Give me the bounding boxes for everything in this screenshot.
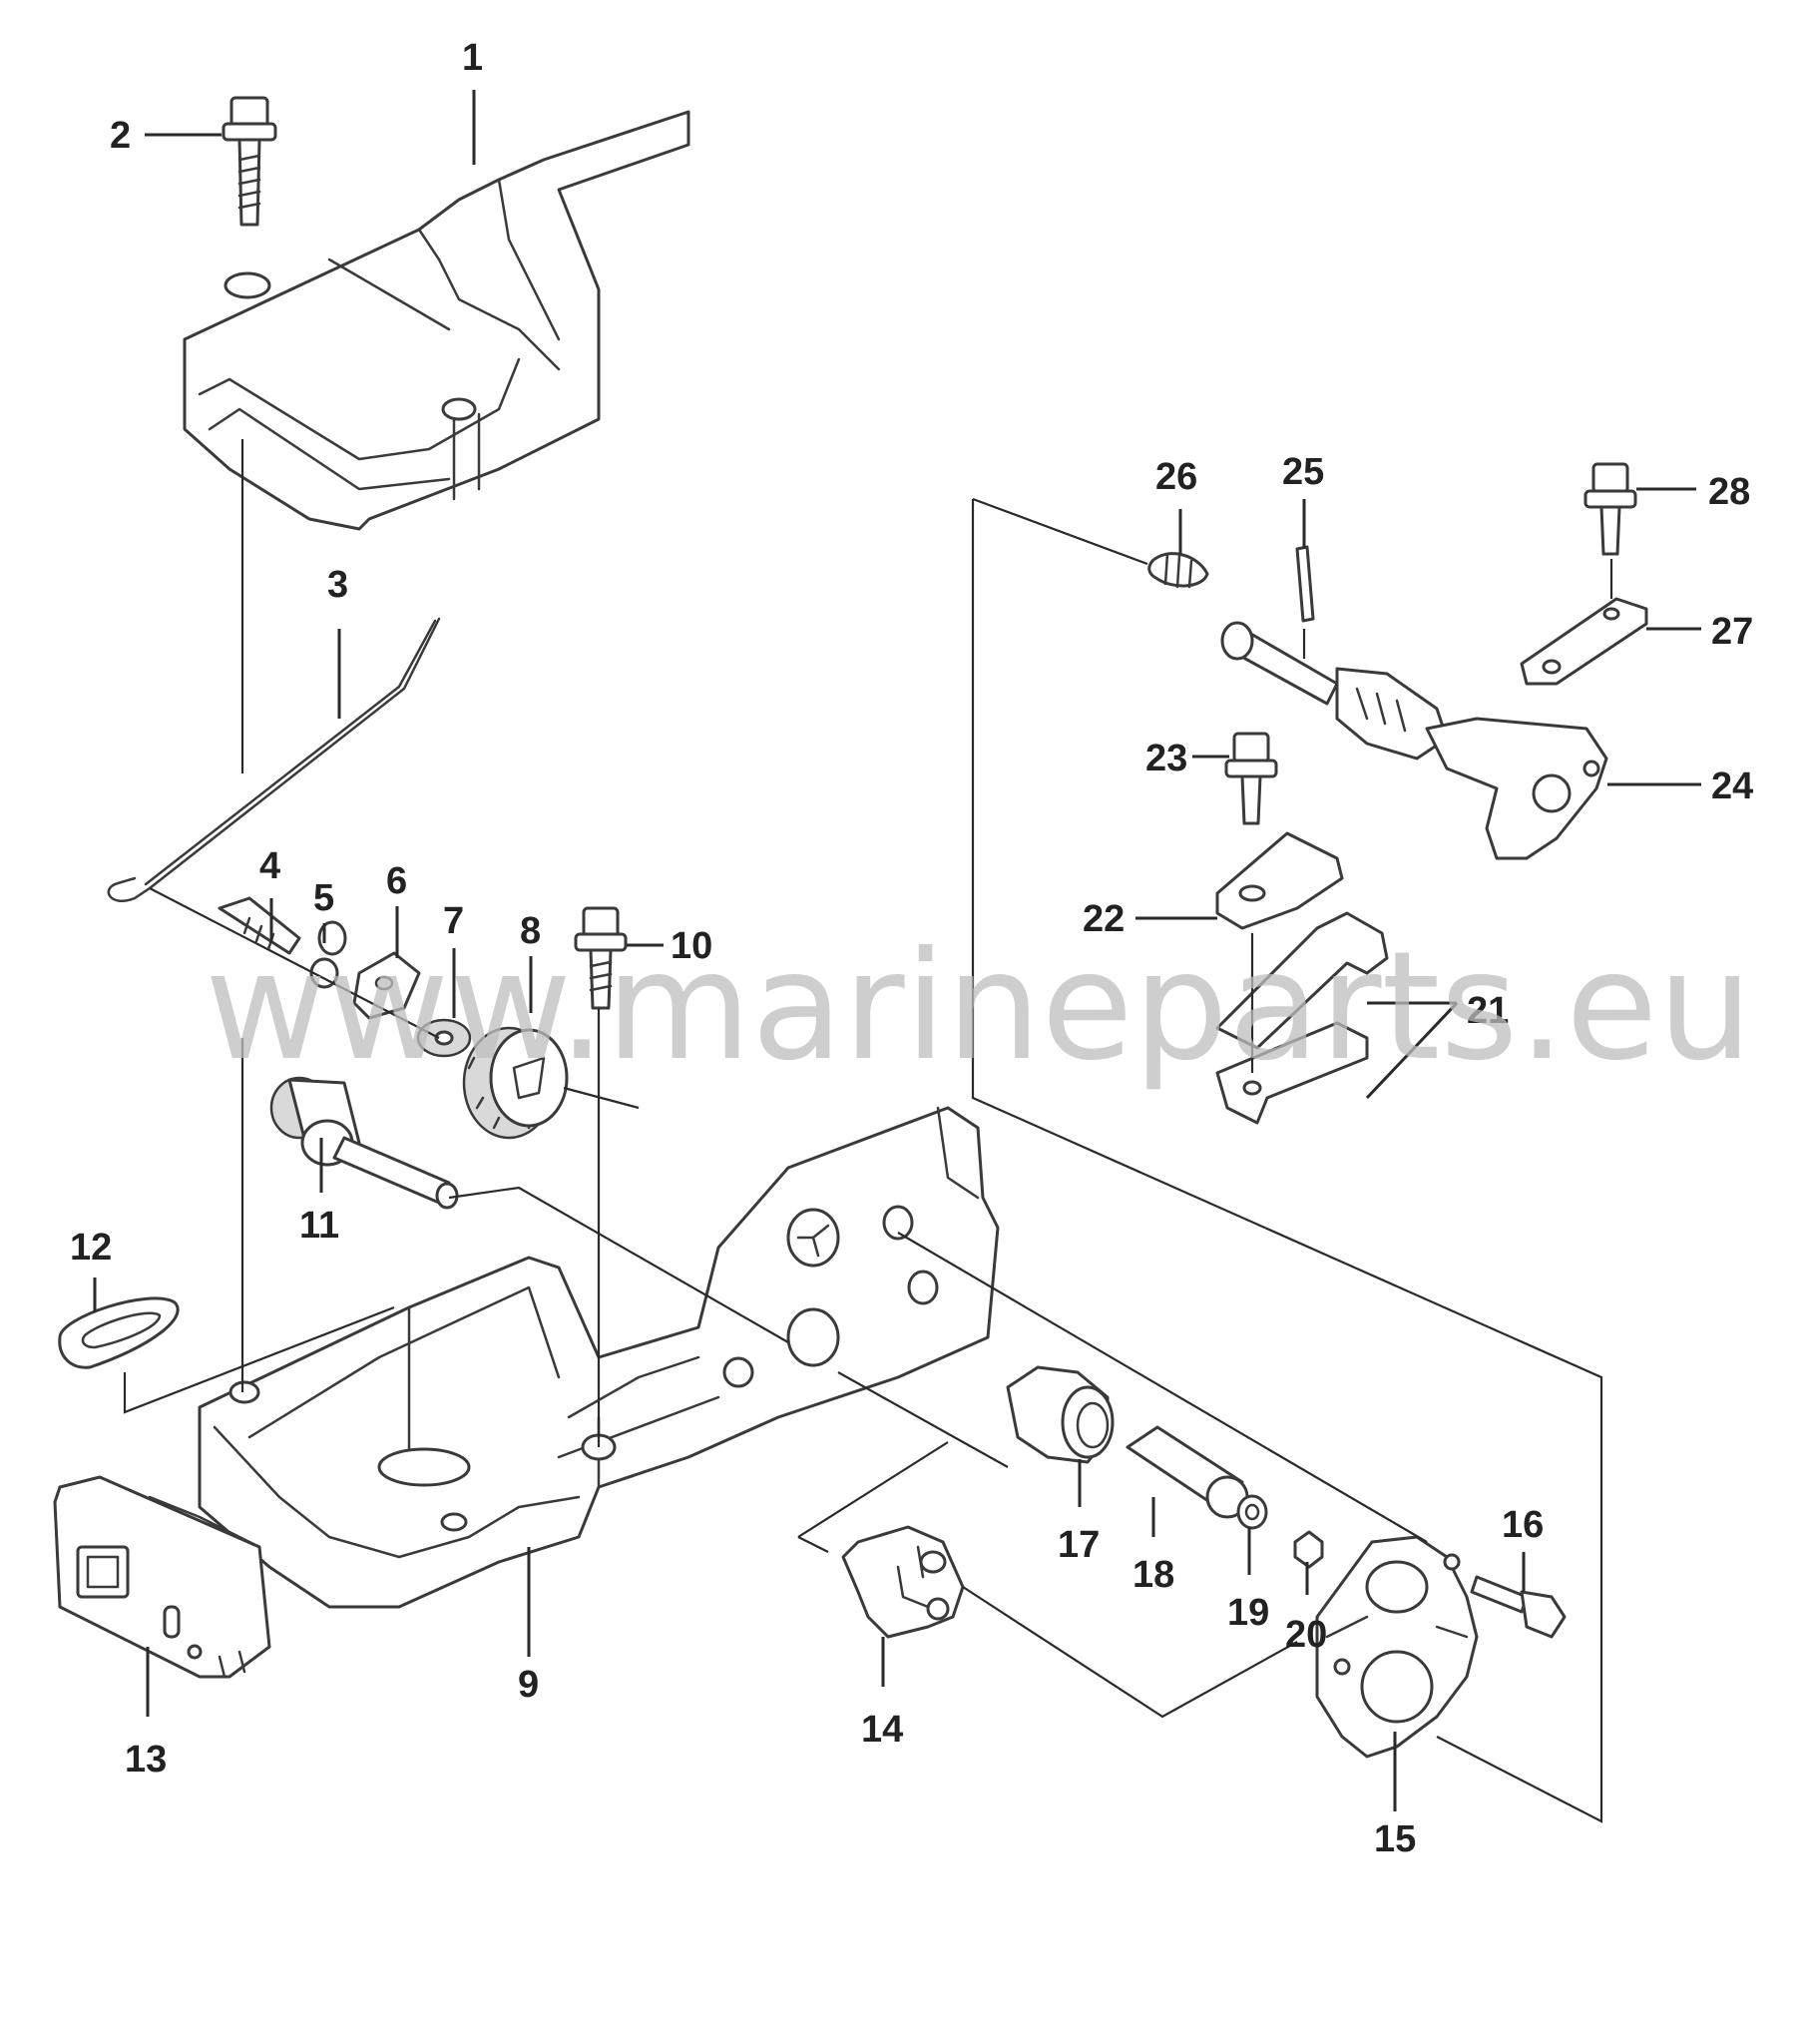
- part-28-bolt: [1584, 462, 1637, 556]
- callout-28: 28: [1708, 471, 1750, 513]
- part-5-nut: [309, 920, 347, 989]
- callout-9: 9: [518, 1664, 539, 1706]
- callout-24: 24: [1711, 766, 1753, 807]
- part-4-screw: [218, 896, 301, 955]
- callout-14: 14: [861, 1709, 903, 1751]
- part-7-washer: [416, 1018, 472, 1058]
- callout-8: 8: [520, 910, 541, 952]
- part-3-wire-link: [107, 617, 441, 902]
- callout-4: 4: [259, 845, 280, 887]
- callout-16: 16: [1502, 1504, 1544, 1546]
- part-12-grommet: [58, 1296, 180, 1369]
- callout-2: 2: [110, 115, 131, 157]
- assembly-lines: [123, 439, 1613, 1823]
- callout-20: 20: [1285, 1614, 1327, 1656]
- callout-19: 19: [1227, 1592, 1269, 1634]
- callout-7: 7: [443, 900, 464, 942]
- callout-1: 1: [462, 37, 483, 79]
- callout-15: 15: [1374, 1818, 1416, 1860]
- part-27-plate: [1520, 597, 1648, 686]
- callout-25: 25: [1282, 451, 1324, 493]
- callout-3: 3: [327, 564, 348, 606]
- part-21-plate: [1215, 911, 1389, 1125]
- part-13-switch: [53, 1475, 271, 1679]
- callout-5: 5: [313, 877, 334, 919]
- part-10-bolt: [574, 906, 628, 1010]
- watermark-text: www.marineparts.eu: [205, 920, 1753, 1094]
- callout-13: 13: [125, 1739, 167, 1781]
- callout-11: 11: [299, 1205, 339, 1247]
- part-20-nut: [1293, 1530, 1324, 1569]
- callout-18: 18: [1132, 1554, 1174, 1596]
- part-24-shift-lever: [1220, 621, 1608, 860]
- part-16-screw: [1470, 1575, 1567, 1639]
- part-18-sleeve: [1126, 1425, 1249, 1519]
- callout-26: 26: [1155, 456, 1197, 498]
- part-11-shaft: [269, 1076, 459, 1210]
- part-14-bracket: [841, 1525, 965, 1639]
- callout-27: 27: [1711, 611, 1753, 653]
- callout-10: 10: [671, 925, 712, 967]
- callout-21: 21: [1467, 990, 1509, 1032]
- part-25-pin: [1295, 545, 1315, 623]
- part-22-clip: [1215, 831, 1344, 930]
- part-23-bolt: [1224, 732, 1278, 825]
- part-8-knob: [462, 1026, 569, 1140]
- part-26-spring: [1147, 552, 1209, 589]
- callout-12: 12: [70, 1227, 112, 1269]
- leader-lines: [93, 90, 1701, 1811]
- callout-17: 17: [1058, 1524, 1100, 1566]
- part-2-bolt: [222, 96, 277, 227]
- part-17-bushing: [1006, 1365, 1115, 1464]
- part-15-flange: [1315, 1535, 1479, 1759]
- callout-labels: 1 2 3 4 5 6 7 8 9 10 11 12 13 14 15 16 1…: [70, 37, 1753, 1860]
- callout-22: 22: [1083, 898, 1125, 940]
- callout-23: 23: [1145, 738, 1187, 779]
- callout-6: 6: [386, 860, 407, 902]
- part-1-cover: [183, 110, 690, 531]
- part-19-washer: [1236, 1494, 1268, 1530]
